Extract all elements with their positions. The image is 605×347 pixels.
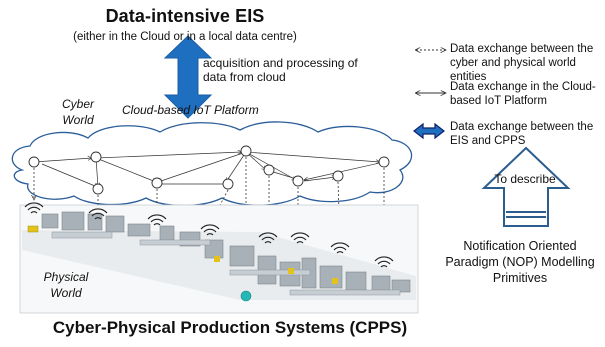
cloud-node (378, 156, 390, 168)
eis-cpps-double-arrow (163, 35, 213, 119)
cyber-world-label: Cyber World (61, 97, 94, 127)
cloud-node (90, 151, 102, 163)
factory-floor-image (19, 204, 419, 314)
physical-world-label: Physical World (43, 270, 89, 300)
to-describe-arrow (481, 146, 571, 227)
wifi-icon (200, 224, 220, 236)
cloud-nodes (28, 145, 390, 195)
cloud-node (263, 164, 275, 176)
cloud-node (240, 145, 252, 157)
legend-item-eis-cpps: Data exchange between the EIS and CPPS (450, 121, 594, 147)
eis-subtitle: (either in the Cloud or in a local data … (73, 31, 297, 43)
cloud-node (332, 170, 344, 182)
cloud-node (292, 175, 304, 187)
legend-thick-double-arrow-icon (413, 122, 445, 140)
cloud-node (92, 183, 104, 195)
eis-title: Data-intensive EIS (105, 6, 265, 26)
cloud-platform-label: Cloud-based IoT Platform (122, 103, 259, 117)
wifi-icon (330, 242, 350, 254)
wifi-signals (24, 202, 394, 268)
cpps-title: Cyber-Physical Production Systems (CPPS) (52, 318, 408, 337)
wifi-icon (24, 202, 44, 214)
wifi-icon (374, 256, 394, 268)
wifi-icon (147, 214, 167, 226)
wifi-icon (290, 232, 310, 244)
cloud-node (222, 178, 234, 190)
to-describe-label: To describe (494, 172, 556, 186)
legend-item-cloud-platform: Data exchange in the Cloud-based IoT Pla… (450, 81, 596, 107)
cloud-node (28, 156, 40, 168)
nop-label: Notification Oriented Paradigm (NOP) Mod… (445, 239, 595, 285)
acquisition-label: acquisition and processing of data from … (203, 56, 358, 84)
wifi-icon (258, 232, 278, 244)
legend-item-cyber-physical: Data exchange between the cyber and phys… (450, 43, 594, 83)
wifi-icon (88, 208, 108, 220)
cloud-node (151, 177, 163, 189)
